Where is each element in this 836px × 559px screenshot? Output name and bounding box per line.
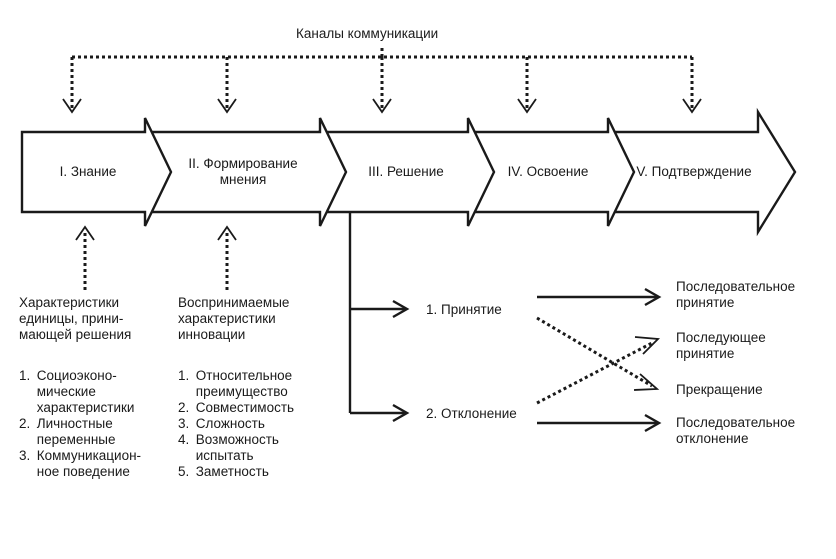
outcome-discontinuance: Прекращение xyxy=(676,382,763,398)
chevron-stage-1 xyxy=(20,117,173,227)
outcome-continued-adoption: Последовательное принятие xyxy=(676,279,795,311)
dm-title-line-3: мающей решения xyxy=(19,327,132,342)
item-line: мические xyxy=(36,384,96,399)
influence-arrows xyxy=(83,232,229,290)
channels-bus xyxy=(72,48,692,59)
item-num: 3. xyxy=(19,448,31,463)
inn-title-line-1: Воспринимаемые xyxy=(178,295,290,310)
outcome-line: отклонение xyxy=(676,431,749,446)
item-line: переменные xyxy=(36,432,116,447)
list-item: 2. Совместимость xyxy=(178,400,294,416)
stage-1-label: I. Знание xyxy=(59,164,117,179)
item-line: испытать xyxy=(195,448,254,463)
dm-title-line-1: Характеристики xyxy=(19,295,120,310)
item-line: Сложность xyxy=(195,416,265,431)
item-num: 2. xyxy=(178,400,190,415)
outcome-cross-arrowheads xyxy=(633,336,661,391)
item-num: 2. xyxy=(19,416,31,431)
item-num: 1. xyxy=(19,368,31,383)
stage-2-label: II. Формирование мнения xyxy=(168,156,318,188)
stage-5-label: V. Подтверждение xyxy=(636,164,752,179)
item-line: Заметность xyxy=(195,464,269,479)
item-line: преимущество xyxy=(195,384,288,399)
outcome-arrows xyxy=(537,287,662,433)
item-line: Возможность xyxy=(195,432,279,447)
inn-title-line-3: инновации xyxy=(178,327,246,342)
outcome-cross-arrows xyxy=(536,316,653,405)
outcome-line: Прекращение xyxy=(676,382,763,397)
stage-3-label: III. Решение xyxy=(368,164,444,179)
outcome-line: Последующее xyxy=(676,330,766,345)
item-line: Относительное xyxy=(195,368,293,383)
item-num: 3. xyxy=(178,416,190,431)
stage-4-label: IV. Освоение xyxy=(507,164,589,179)
item-line: Личностные xyxy=(36,416,113,431)
item-num: 1. xyxy=(178,368,190,383)
list-item: 3. Сложность xyxy=(178,416,294,432)
stage-2-label-text: II. Формирование мнения xyxy=(188,156,298,187)
list-item: 5. Заметность xyxy=(178,464,294,480)
outcome-line: Последовательное xyxy=(676,415,796,430)
item-num: 5. xyxy=(178,464,190,479)
item-line: ное поведение xyxy=(36,464,130,479)
list-item: 3. Коммуникацион-ное поведение xyxy=(19,448,141,480)
outcome-line: Последовательное xyxy=(676,279,796,294)
item-line: Коммуникацион- xyxy=(36,448,142,463)
outcome-continued-rejection: Последовательное отклонение xyxy=(676,415,795,447)
channels-drop-arrows xyxy=(70,57,694,108)
outcome-later-adoption: Последующее принятие xyxy=(676,330,766,362)
item-line: характеристики xyxy=(36,400,135,415)
outcome-line: принятие xyxy=(676,346,735,361)
item-line: Совместимость xyxy=(195,400,295,415)
item-num: 4. xyxy=(178,432,190,447)
inn-title-line-2: характеристики xyxy=(178,311,276,326)
decision-maker-title: Характеристики единицы, прини- мающей ре… xyxy=(19,295,131,343)
decision-rejection-label: 2. Отклонение xyxy=(426,406,517,421)
channels-label: Каналы коммуникации xyxy=(296,26,439,41)
stage-chevrons xyxy=(20,107,797,237)
channels-drop-arrowheads xyxy=(62,98,702,114)
influence-arrowheads xyxy=(75,225,237,241)
outcome-line: принятие xyxy=(676,295,735,310)
innovation-title: Воспринимаемые характеристики инновации xyxy=(178,295,289,343)
decision-branches xyxy=(348,212,410,423)
item-line: Социоэконо- xyxy=(36,368,117,383)
decision-adoption-label: 1. Принятие xyxy=(426,302,502,317)
dm-title-line-2: единицы, прини- xyxy=(19,311,124,326)
